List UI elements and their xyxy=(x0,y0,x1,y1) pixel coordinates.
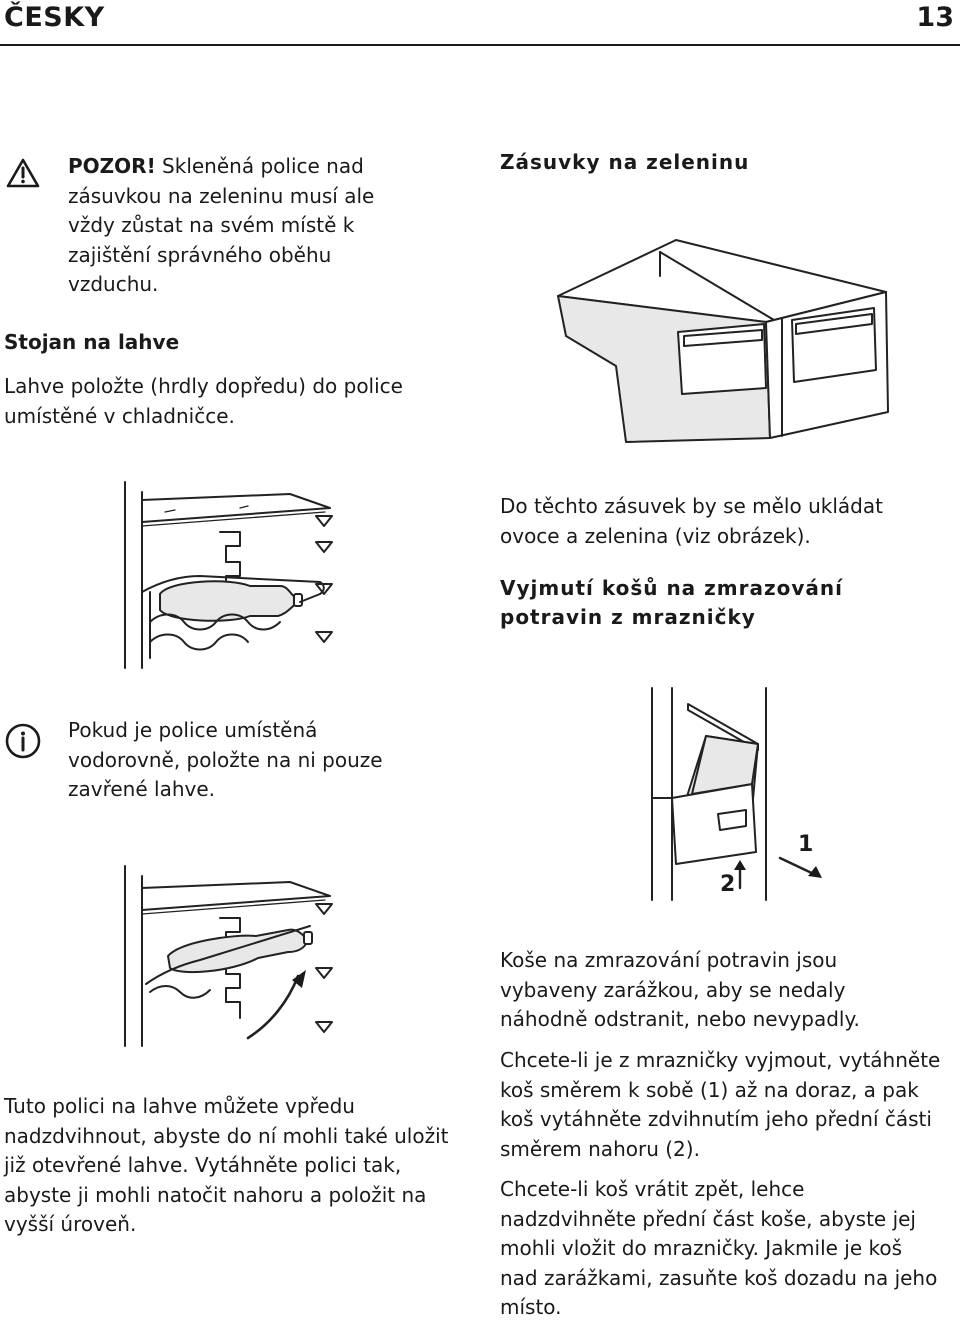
freezer-paragraph-1: Koše na zmrazování potravin jsou vybaven… xyxy=(500,948,860,1031)
freezer-paragraph-3: Chcete-li koš vrátit zpět, lehce nadzdvi… xyxy=(500,1177,938,1319)
warning-text: POZOR! Skleněná police nad zásuvkou na z… xyxy=(68,152,408,300)
bottle-rack-heading: Stojan na lahve xyxy=(4,330,180,354)
vegetable-drawers-text: Do těchto zásuvek by se mělo ukládat ovo… xyxy=(500,494,883,548)
info-text: Pokud je police umístěná vodorovně, polo… xyxy=(68,718,383,801)
bottle-rack-figure xyxy=(120,481,340,669)
freezer-paragraph-2: Chcete-li je z mrazničky vyjmout, vytáhn… xyxy=(500,1048,941,1161)
header-language: ČESKY xyxy=(4,2,105,33)
warning-body: Skleněná police nad zásuvkou na zeleninu… xyxy=(68,154,375,296)
info-icon xyxy=(4,722,42,760)
bottle-rack-tilt-figure xyxy=(120,865,340,1047)
freezer-baskets-heading: Vyjmutí košů na zmrazování potravin z mr… xyxy=(500,576,843,629)
warning-triangle-icon xyxy=(6,158,40,188)
header-divider xyxy=(0,44,960,46)
vegetable-drawers-heading: Zásuvky na zeleninu xyxy=(500,150,750,174)
warning-label: POZOR! xyxy=(68,154,156,178)
bottle-rack-text: Lahve položte (hrdly dopředu) do police … xyxy=(4,374,403,428)
figure-label-2: 2 xyxy=(720,872,736,897)
page-number: 13 xyxy=(916,2,954,33)
freezer-basket-figure xyxy=(632,687,832,901)
rack-tilt-text: Tuto polici na lahve můžete vpředu nadzd… xyxy=(4,1094,449,1236)
vegetable-drawer-figure xyxy=(556,236,890,446)
figure-label-1: 1 xyxy=(798,832,814,857)
